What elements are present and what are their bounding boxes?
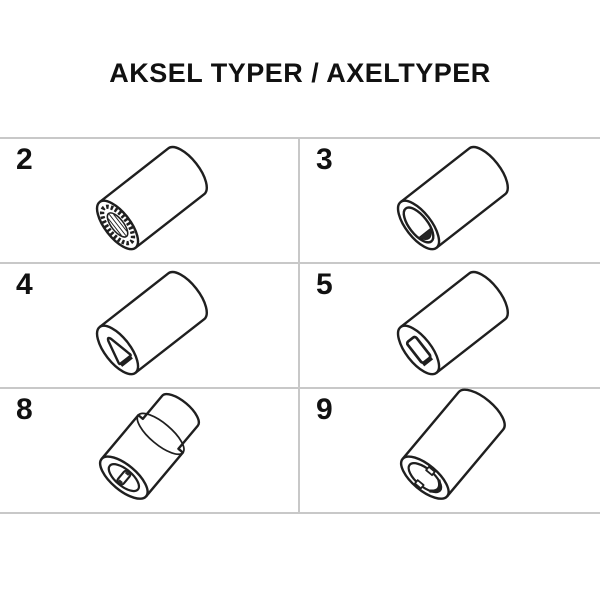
axle-type-cell-3: 3 [300,139,600,264]
page-title: AKSEL TYPER / AXELTYPER [109,58,491,88]
notched-round-bore-axle-icon [399,388,506,500]
axle-type-number: 8 [16,393,33,426]
axle-type-cell-4: 4 [0,264,300,389]
axle-type-number: 3 [316,143,333,176]
axle-type-number: 5 [316,268,333,301]
axle-type-number: 2 [16,143,33,176]
slotted-bore-stepped-axle-icon [98,392,201,500]
axle-type-cell-2: 2 [0,139,300,264]
round-bore-flat-bottom-axle-icon [396,145,509,250]
axle-type-number: 9 [316,393,333,426]
axle-type-number: 4 [16,268,33,301]
axle-type-cell-9: 9 [300,388,600,514]
splined-bore-axle-icon [95,145,208,250]
header: AKSEL TYPER / AXELTYPER [0,0,600,137]
axle-type-cell-5: 5 [300,264,600,389]
square-bore-axle-icon [396,270,509,375]
axle-type-grid: 2 3 [0,137,600,514]
axle-type-cell-8: 8 [0,389,300,514]
triangular-bore-axle-icon [95,270,208,375]
